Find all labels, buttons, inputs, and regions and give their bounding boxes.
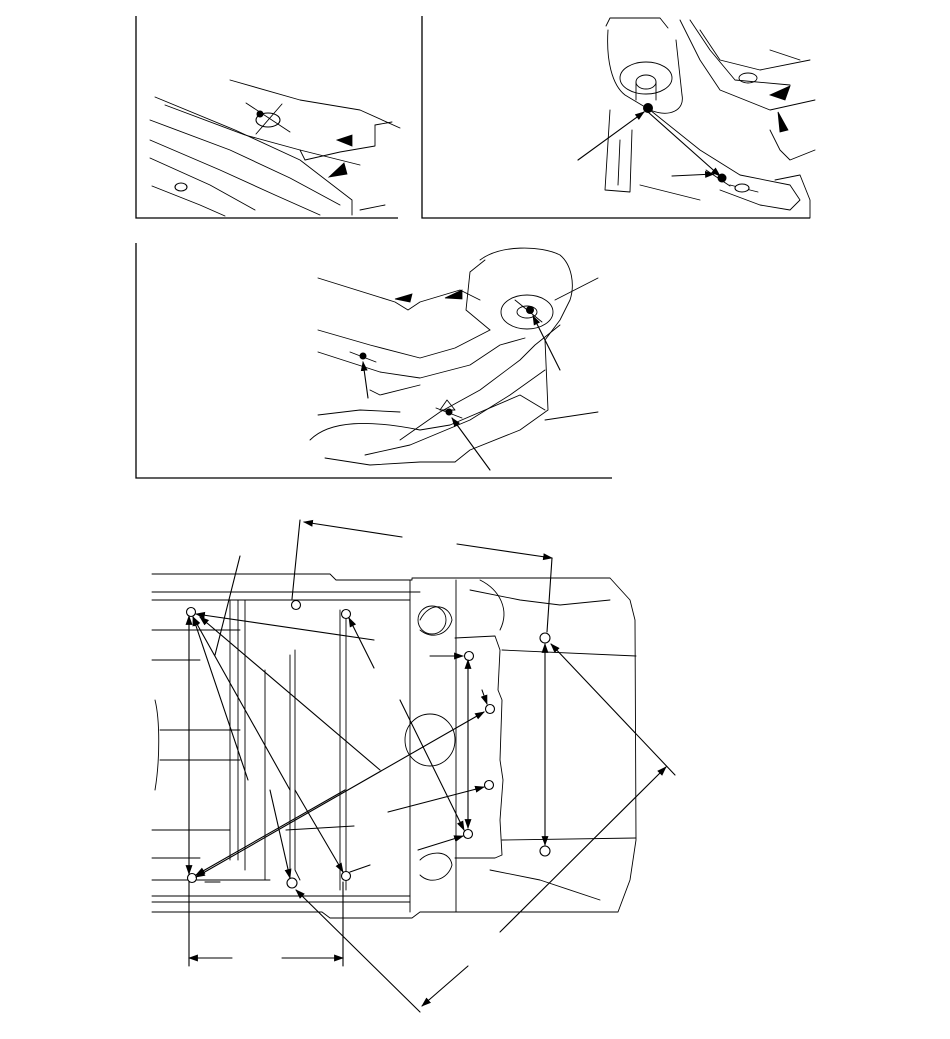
arrow-icon [327, 162, 348, 178]
arrow-icon [394, 293, 413, 303]
arrow-icon [768, 85, 791, 101]
panel-c [135, 243, 612, 479]
arrow-icon [335, 134, 353, 147]
dimension-arrow-icon [188, 519, 667, 1007]
panel-a [135, 16, 401, 219]
underbody-diagram [151, 519, 676, 1013]
measurement-point-icon [349, 299, 543, 419]
hole-icon [174, 182, 188, 192]
leader-line [647, 111, 721, 177]
measurement-point-icon [185, 599, 551, 889]
leader-line [451, 417, 491, 471]
arrow-icon [777, 111, 789, 133]
leader-line [360, 361, 369, 399]
arrow-icon [444, 289, 463, 300]
leader-line [532, 315, 561, 371]
leader-line [577, 111, 645, 161]
leader-line [671, 170, 715, 178]
measurement-lines [185, 519, 676, 1013]
measurement-point-icon [245, 102, 291, 135]
panel-b [421, 16, 816, 219]
